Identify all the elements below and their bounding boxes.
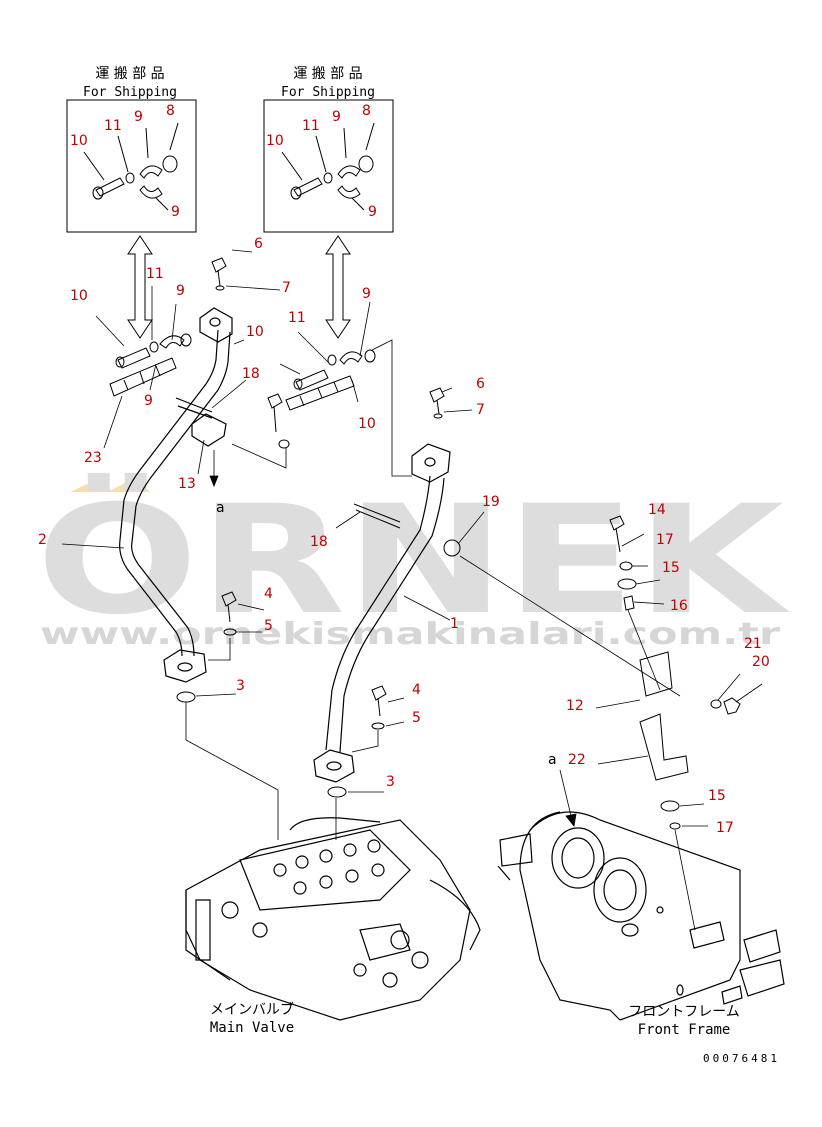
leader-lines (61, 249, 763, 931)
callout-2: 2 (38, 532, 47, 548)
o-ring-3-right (327, 786, 347, 798)
bracket-13 (191, 413, 227, 447)
o-ring-3-left (176, 691, 196, 703)
shipping-box-1: 運 搬 部 品 For Shipping 10 11 9 8 9 (66, 66, 197, 233)
callout-4-left: 4 (264, 586, 273, 602)
shipping-box-2-frame (263, 99, 394, 233)
shipping-box-1-frame (66, 99, 197, 233)
bracket-22 (639, 713, 689, 781)
bolt-6-right (429, 387, 445, 415)
callout-11-middle: 11 (288, 310, 306, 326)
shipping-box-2-part-9a: 9 (332, 109, 341, 125)
callout-18-lower: 18 (310, 534, 328, 550)
view-ref-a-right: a (548, 752, 557, 768)
shipping-box-1-title-en: For Shipping (83, 85, 177, 100)
shipping-box-2-title-en: For Shipping (281, 85, 375, 100)
shipping-arrows (127, 235, 351, 339)
watermark-brand: ÖRNEK (36, 472, 790, 648)
nut-20 (723, 697, 741, 715)
shipping-box-2-part-8: 8 (362, 103, 371, 119)
callout-5-left: 5 (264, 618, 273, 634)
main-valve-label-jp: メインバルブ (210, 1001, 294, 1018)
watermark-accent-right (108, 478, 150, 492)
callout-17-lower: 17 (716, 820, 734, 836)
main-valve (185, 817, 481, 1021)
shipping-box-2-part-9b: 9 (368, 204, 377, 220)
main-valve-label-en: Main Valve (210, 1020, 294, 1036)
view-ref-a-left: a (216, 500, 225, 516)
shipping-box-1-part-8: 8 (166, 103, 175, 119)
pipe-1 (313, 443, 451, 783)
bracket-12 (639, 651, 673, 697)
shipping-box-2-part-10: 10 (266, 133, 284, 149)
callout-7-left: 7 (282, 280, 291, 296)
callout-18-upper: 18 (242, 366, 260, 382)
callout-5-right: 5 (412, 710, 421, 726)
clip-19 (443, 539, 461, 557)
callout-19: 19 (482, 494, 500, 510)
callout-9-left-top: 9 (176, 283, 185, 299)
shipping-box-2: 運 搬 部 品 For Shipping 10 11 9 8 9 (263, 66, 394, 233)
pipe-2-bottom-flange (163, 649, 207, 683)
callout-23: 23 (84, 450, 102, 466)
front-frame (497, 811, 785, 1021)
spacer-16 (623, 595, 635, 611)
callout-11-left: 11 (146, 266, 164, 282)
watermark-url: www.ornekismakinalari.com.tr (40, 617, 780, 652)
bolt-6-left (211, 257, 227, 287)
callout-15-upper: 15 (662, 560, 680, 576)
callout-4-right: 4 (412, 682, 421, 698)
double-arrow-icon-left (127, 235, 153, 339)
shipping-box-1-part-9b: 9 (171, 204, 180, 220)
bolt-14 (609, 515, 625, 553)
callout-20: 20 (752, 654, 770, 670)
clamp-icon (139, 165, 163, 179)
bolt-icon (95, 177, 125, 197)
callout-10-middle: 10 (246, 324, 264, 340)
callout-16: 16 (670, 598, 688, 614)
callout-1: 1 (450, 616, 459, 632)
callouts: 6 7 11 9 10 18 10 11 9 10 9 23 13 2 6 7 … (38, 236, 770, 836)
shipping-box-1-part-10: 10 (70, 133, 88, 149)
washer-icon (125, 172, 135, 184)
callout-6-right: 6 (476, 376, 485, 392)
callout-15-lower: 15 (708, 788, 726, 804)
callout-13: 13 (178, 476, 196, 492)
bolt-4-left (221, 591, 237, 623)
double-arrow-icon-right (325, 235, 351, 339)
shipping-box-1-part-9a: 9 (134, 109, 143, 125)
front-frame-label-en: Front Frame (638, 1022, 731, 1038)
pipe-1-bottom-flange (313, 749, 355, 783)
callout-17-upper: 17 (656, 532, 674, 548)
shipping-box-2-title-jp: 運 搬 部 品 (293, 66, 362, 82)
front-frame-label-jp: フロントフレーム (628, 1004, 740, 1020)
drawing-number: 00076481 (703, 1052, 780, 1065)
callout-9-left-low: 9 (144, 393, 153, 409)
hardware (115, 257, 741, 830)
callout-12: 12 (566, 698, 584, 714)
bolt-4-right (371, 685, 387, 717)
callout-7-right: 7 (476, 402, 485, 418)
watermark: ÖRNEK www.ornekismakinalari.com.tr (36, 472, 790, 652)
watermark-accent-left (70, 478, 112, 492)
shipping-box-2-part-11: 11 (302, 118, 320, 134)
callout-21: 21 (744, 636, 762, 652)
callout-6-left: 6 (254, 236, 263, 252)
callout-10-left: 10 (70, 288, 88, 304)
pipe-1-top-flange (411, 443, 451, 483)
callout-3-right: 3 (386, 774, 395, 790)
bolt-18 (353, 503, 401, 529)
callout-22: 22 (568, 752, 586, 768)
shipping-box-1-part-11: 11 (104, 118, 122, 134)
callout-14: 14 (648, 502, 666, 518)
callout-9-middle-low: 10 (358, 416, 376, 432)
callout-3-left: 3 (236, 678, 245, 694)
shipping-box-1-title-jp: 運 搬 部 品 (95, 66, 164, 82)
pipe-2 (119, 307, 233, 683)
pipe-2-top-flange (199, 307, 233, 343)
callout-9-middle: 9 (362, 286, 371, 302)
o-ring-icon (162, 155, 178, 173)
